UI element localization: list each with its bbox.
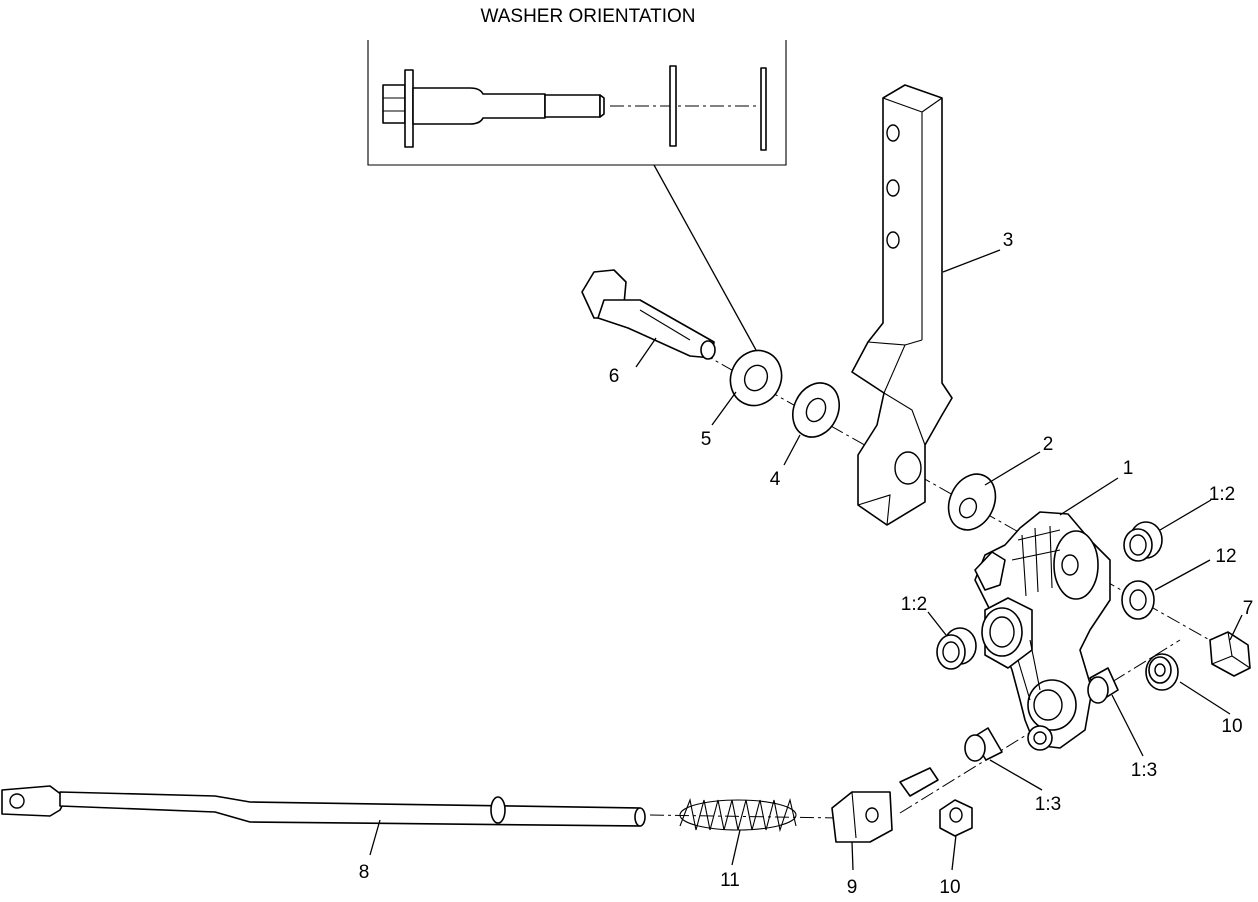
inset-bolt (382, 69, 605, 148)
part-12-washer (1121, 580, 1155, 620)
part-9-trunnion (831, 767, 939, 843)
callout-5: 5 (701, 429, 712, 450)
callout-1: 1 (1123, 458, 1134, 479)
callout-6: 6 (609, 366, 620, 387)
part-1-2-bushing-upper (1123, 521, 1163, 562)
inset-frame (367, 40, 787, 166)
part-6-shoulder-bolt (581, 269, 716, 360)
callout-7: 7 (1243, 598, 1254, 619)
part-1-2-bushing-lower (936, 627, 977, 670)
part-1-3-bushing-lower (964, 727, 1003, 762)
part-4-flat-washer (792, 382, 840, 438)
rod-axis (649, 814, 841, 819)
callout-1-3-upper: 1:3 (1131, 760, 1157, 781)
inset-washer-curved (669, 65, 677, 147)
part-10-flange-nut-lower (939, 799, 973, 837)
callout-3: 3 (1003, 230, 1014, 251)
callout-4: 4 (770, 469, 781, 490)
part-1-pivot-assembly (974, 511, 1111, 751)
part-11-spring (679, 797, 797, 833)
part-2-washer (947, 473, 997, 531)
callout-1-3-lower: 1:3 (1035, 794, 1061, 815)
lower-axis (899, 639, 1181, 814)
callout-labels: 3 2 1 6 5 4 1:2 12 7 1:2 10 1:3 1:3 8 11… (359, 230, 1254, 898)
inset-title: WASHER ORIENTATION (481, 6, 696, 27)
inset-washer-flat (760, 67, 767, 151)
part-10-flange-nut-upper (1145, 653, 1179, 691)
callout-9: 9 (847, 877, 858, 898)
part-8-rod (1, 785, 646, 827)
callout-11: 11 (720, 870, 740, 891)
part-7-nut (1209, 631, 1251, 677)
callout-2: 2 (1043, 434, 1054, 455)
callout-10-lower: 10 (939, 877, 960, 898)
callout-leaders (369, 249, 1243, 871)
callout-12: 12 (1215, 546, 1236, 567)
callout-10-upper: 10 (1221, 716, 1242, 737)
callout-1-2-lower: 1:2 (901, 594, 927, 615)
washer-orientation-inset: WASHER ORIENTATION (367, 6, 787, 351)
part-3-lever-arm (851, 84, 953, 526)
callout-8: 8 (359, 862, 370, 883)
inset-leader (653, 164, 757, 351)
part-1-3-bushing-upper (1087, 667, 1119, 704)
part-5-curved-washer (729, 349, 783, 407)
callout-1-2-upper: 1:2 (1209, 484, 1235, 505)
